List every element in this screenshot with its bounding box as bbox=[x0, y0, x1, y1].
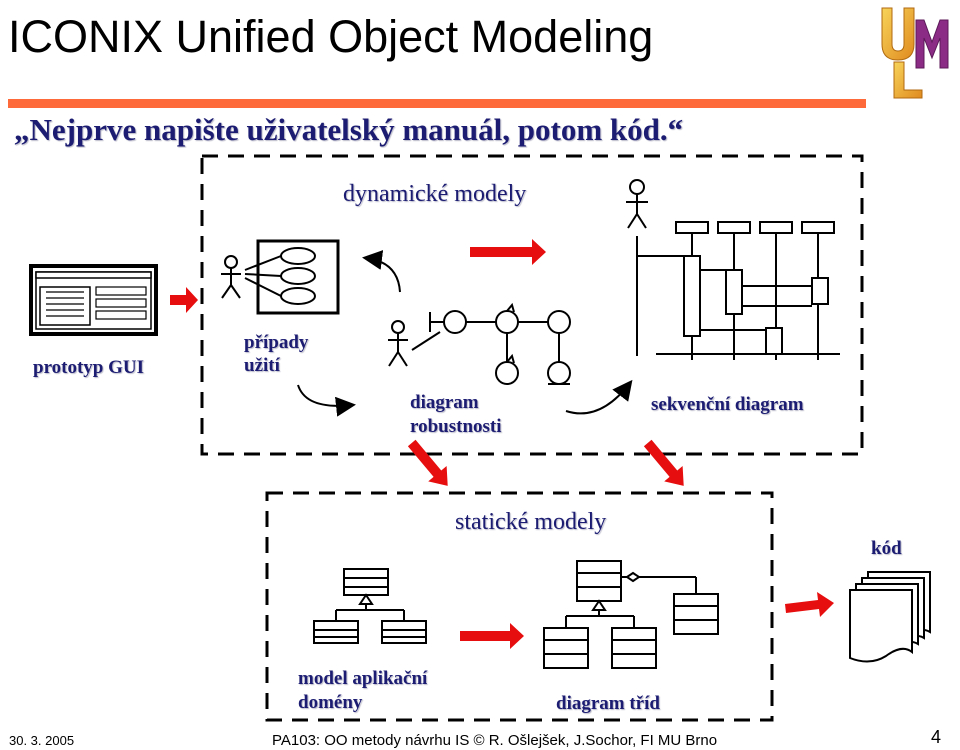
use-case-diagram-icon bbox=[221, 239, 340, 315]
red-arrow-icon bbox=[643, 439, 684, 486]
sequence-diagram-icon bbox=[626, 179, 840, 360]
use-case-label-line2: užití bbox=[244, 355, 280, 376]
title-rule bbox=[8, 99, 866, 108]
slide-title: ICONIX Unified Object Modeling bbox=[8, 11, 654, 62]
uml-logo bbox=[881, 7, 949, 99]
sequence-label: sekvenční diagram bbox=[651, 394, 804, 415]
code-pages-icon bbox=[849, 571, 931, 663]
dynamic-models-box bbox=[200, 154, 864, 456]
use-case-label-line1: případy bbox=[244, 332, 309, 353]
gui-prototype-icon bbox=[29, 264, 158, 336]
robustness-label-line2: robustnosti bbox=[410, 416, 502, 437]
domain-model-label-line1: model aplikační bbox=[298, 668, 428, 689]
prototype-gui-label: prototyp GUI bbox=[33, 357, 145, 378]
class-diagram-icon bbox=[543, 560, 719, 669]
robustness-label-line1: diagram bbox=[410, 392, 479, 413]
red-arrow-icon bbox=[170, 287, 198, 313]
footer-date: 30. 3. 2005 bbox=[9, 733, 75, 748]
page-number: 4 bbox=[931, 727, 942, 747]
red-arrow-icon bbox=[407, 439, 448, 486]
static-models-title: statické modely bbox=[455, 509, 607, 535]
curved-arrow-icon bbox=[297, 384, 356, 417]
class-diagram-label: diagram tříd bbox=[556, 693, 660, 714]
domain-model-icon bbox=[313, 568, 427, 644]
red-arrow-icon bbox=[470, 239, 546, 265]
robustness-diagram-icon bbox=[388, 302, 571, 385]
footer-course: PA103: OO metody návrhu IS © R. Ošlejšek… bbox=[272, 732, 718, 749]
quote-text: „Nejprve napište uživatelský manuál, pot… bbox=[14, 112, 684, 147]
dynamic-models-title: dynamické modely bbox=[343, 181, 527, 207]
domain-model-label-line2: domény bbox=[298, 692, 363, 713]
curved-arrow-icon bbox=[565, 379, 633, 415]
red-arrow-icon bbox=[460, 623, 524, 649]
red-arrow-icon bbox=[785, 592, 834, 617]
code-label: kód bbox=[871, 538, 902, 559]
curved-arrow-icon bbox=[362, 250, 401, 293]
